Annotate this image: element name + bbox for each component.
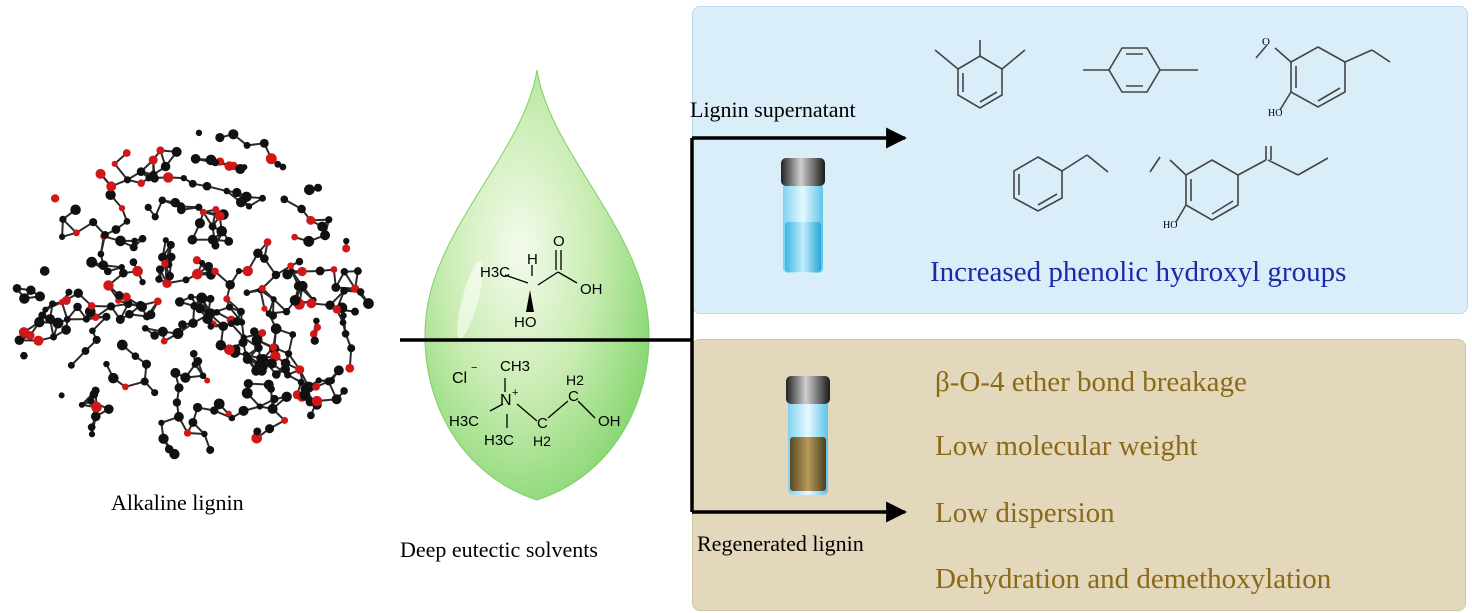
- regenerated-property-2: Low molecular weight: [935, 430, 1198, 462]
- regenerated-lignin-label: Regenerated lignin: [697, 531, 864, 556]
- lactic-wedge-bond: [526, 290, 534, 312]
- regenerated-property-1: β-O-4 ether bond breakage: [935, 366, 1247, 398]
- chloride-minus: −: [471, 362, 478, 374]
- choline-c2: C: [568, 388, 579, 405]
- choline-structure: [489, 378, 596, 428]
- lactic-o: O: [553, 233, 565, 250]
- regenerated-vial: [786, 376, 830, 495]
- choline-plus: +: [512, 387, 519, 399]
- lactic-h3c: H3C: [480, 264, 511, 281]
- propiovanillone-structure: [1149, 146, 1329, 223]
- deep-eutectic-solvents-label: Deep eutectic solvents: [400, 537, 598, 562]
- choline-h3c-bottom: H3C: [484, 432, 515, 449]
- drop-highlight: [457, 261, 483, 339]
- alkaline-lignin-label: Alkaline lignin: [111, 490, 244, 515]
- product-molecules: [934, 40, 1391, 223]
- choline-oh: OH: [598, 413, 621, 430]
- regenerated-property-4: Dehydration and demethoxylation: [935, 563, 1332, 595]
- lignin-supernatant-label: Lignin supernatant: [690, 97, 856, 122]
- process-lines: [400, 127, 908, 523]
- regenerated-property-3: Low dispersion: [935, 497, 1115, 529]
- vanillin-o-label: O: [1262, 36, 1270, 48]
- choline-h2-top: H2: [566, 372, 584, 388]
- supernatant-vial: [781, 158, 825, 273]
- m-xylene-structure: [934, 40, 1026, 109]
- lactic-ho: HO: [514, 314, 537, 331]
- solvent-drop: [424, 69, 650, 501]
- lignin-molecule-model: [12, 129, 374, 460]
- choline-h2-bottom: H2: [533, 433, 551, 449]
- p-xylene-structure: [1083, 47, 1198, 93]
- choline-ch3-top: CH3: [500, 358, 531, 375]
- propiovanillone-ho-label: HO: [1163, 220, 1178, 231]
- choline-c1: C: [537, 415, 548, 432]
- lactic-acid-structure: [504, 250, 578, 286]
- chloride-label: Cl: [452, 370, 468, 387]
- choline-h3c-left: H3C: [449, 413, 480, 430]
- lactic-oh: OH: [580, 281, 603, 298]
- lactic-h: H: [527, 251, 538, 268]
- vanillin-structure: [1255, 44, 1391, 111]
- choline-n: N: [500, 392, 512, 409]
- ethylbenzene-structure: [1013, 154, 1109, 212]
- vanillin-ho-label: HO: [1268, 108, 1283, 119]
- phenolic-hydroxyl-result: Increased phenolic hydroxyl groups: [930, 256, 1347, 288]
